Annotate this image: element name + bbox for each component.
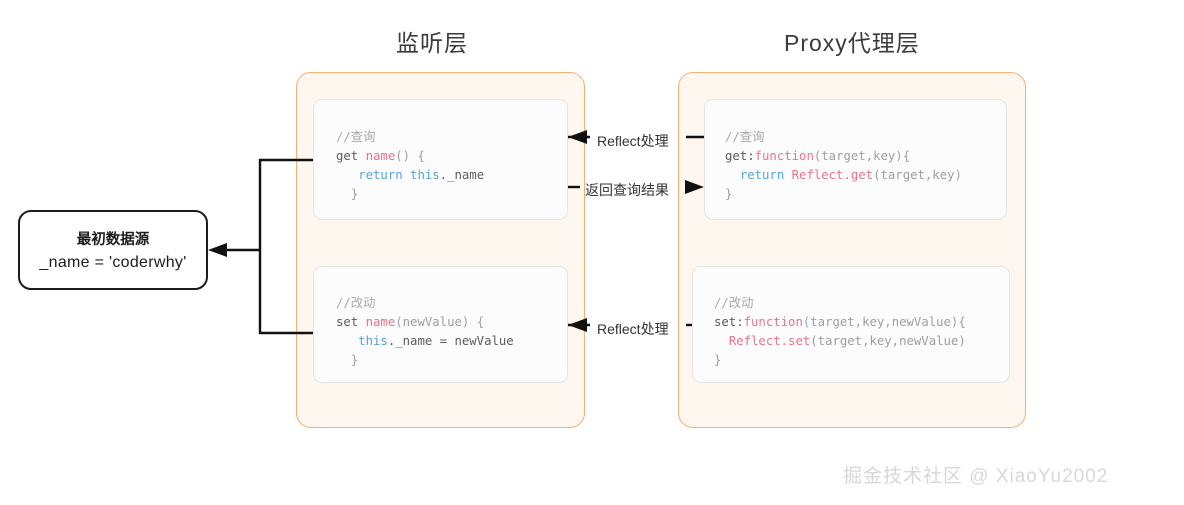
code-keyword-set: set: [336, 315, 359, 329]
column-title-listener: 监听层: [396, 30, 468, 56]
code-close-brace: }: [350, 353, 359, 367]
code-assignment: ._name = newValue: [387, 334, 514, 348]
code-keyword-return: return: [358, 168, 403, 182]
code-card-proxy-get: //查询 get:function(target,key){ return Re…: [704, 99, 1007, 220]
code-key-set: set:: [714, 315, 744, 329]
code-block-proxy-set: //改动 set:function(target,key,newValue){ …: [714, 294, 966, 370]
connector-label-reflect-get: Reflect处理: [597, 133, 669, 149]
watermark-text: 掘金技术社区 @ XiaoYu2002: [843, 466, 1109, 487]
code-block-listener-get: //查询 get name() { return this._name }: [336, 128, 484, 204]
code-open-brace: {: [902, 149, 911, 163]
code-card-listener-get: //查询 get name() { return this._name }: [313, 99, 568, 220]
code-comment: //查询: [336, 130, 376, 144]
code-keyword-function: function: [754, 149, 814, 163]
code-keyword-this: this: [410, 168, 440, 182]
code-fn-name: name: [365, 149, 396, 163]
connector-label-return-result: 返回查询结果: [585, 182, 669, 198]
code-prop-name: ._name: [439, 168, 485, 182]
code-open-brace: {: [417, 149, 425, 163]
code-comment: //查询: [725, 130, 765, 144]
code-close-brace: }: [725, 187, 733, 201]
code-params: (target,key): [813, 149, 903, 163]
code-card-listener-set: //改动 set name(newValue) { this._name = n…: [313, 266, 568, 383]
code-key-get: get:: [725, 149, 755, 163]
code-comment: //改动: [336, 296, 376, 310]
code-params: (target,key,newValue): [802, 315, 959, 329]
code-call-args: (target,key,newValue): [810, 334, 966, 348]
code-block-proxy-get: //查询 get:function(target,key){ return Re…: [725, 128, 962, 204]
source-data-title: 最初数据源: [76, 232, 150, 248]
code-close-brace: }: [350, 187, 359, 201]
arrowhead-to-source: [208, 243, 227, 257]
code-keyword-function: function: [743, 315, 803, 329]
code-reflect-call: Reflect.set: [728, 334, 811, 348]
source-data-box: 最初数据源 _name = 'coderwhy': [18, 210, 208, 290]
code-keyword-this: this: [358, 334, 388, 348]
column-title-proxy: Proxy代理层: [784, 30, 920, 56]
source-data-value: _name = 'coderwhy': [39, 254, 187, 271]
code-keyword-get: get: [336, 149, 359, 163]
code-parens: (): [395, 149, 411, 163]
code-comment: //改动: [714, 296, 754, 310]
code-card-proxy-set: //改动 set:function(target,key,newValue){ …: [692, 266, 1010, 383]
code-close-brace: }: [714, 353, 722, 367]
code-open-brace: {: [958, 315, 966, 329]
code-block-listener-set: //改动 set name(newValue) { this._name = n…: [336, 294, 514, 370]
code-keyword-return: return: [739, 168, 785, 182]
code-fn-name: name: [365, 315, 396, 329]
connector-label-reflect-set: Reflect处理: [597, 321, 669, 337]
code-call-args: (target,key): [873, 168, 962, 182]
code-reflect-call: Reflect.get: [791, 168, 874, 182]
code-params: (newValue): [395, 315, 470, 329]
code-open-brace: {: [476, 315, 485, 329]
